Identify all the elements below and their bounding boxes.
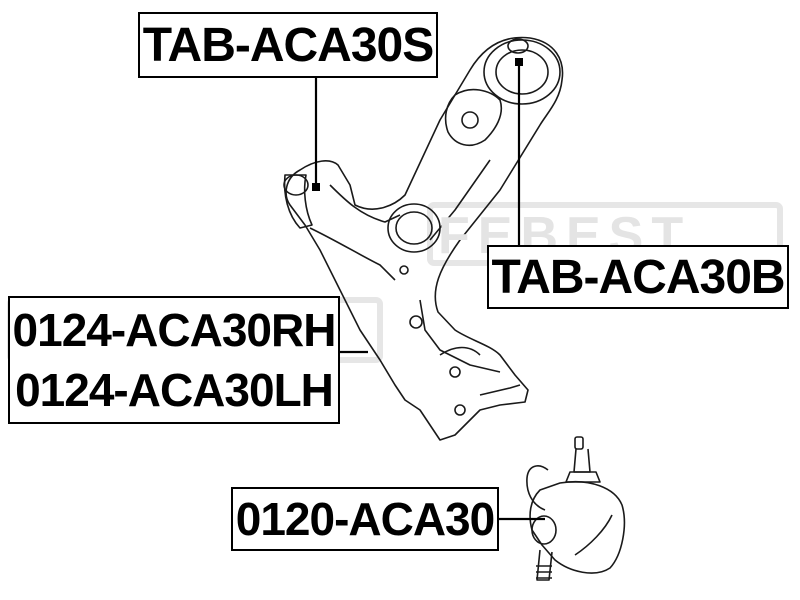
leader-lines xyxy=(314,62,545,521)
part-number-ball-joint: 0120-ACA30 xyxy=(231,487,499,551)
part-number-upper-bushing: TAB-ACA30S xyxy=(138,12,438,78)
leader-dots xyxy=(312,58,523,191)
part-number-rear-bushing: TAB-ACA30B xyxy=(487,245,789,309)
lower-control-arm-drawing xyxy=(283,36,564,441)
ball-joint-drawing xyxy=(526,436,626,581)
part-number-arm-rh: 0124-ACA30RH xyxy=(12,304,337,356)
part-number-arm-lh: 0124-ACA30LH xyxy=(15,364,334,416)
part-number-control-arm-box: 0124-ACA30RH 0124-ACA30LH xyxy=(8,296,340,424)
